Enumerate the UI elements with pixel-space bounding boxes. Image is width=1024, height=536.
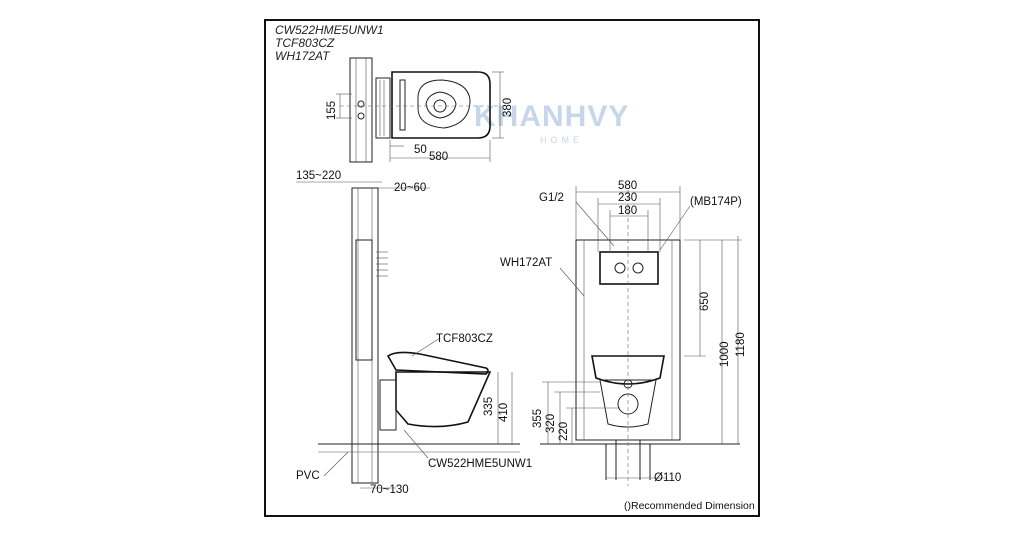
front-dim-320: 320 (545, 413, 557, 433)
front-label-g12: G1/2 (539, 192, 564, 204)
side-dim-410: 410 (498, 402, 510, 422)
top-bowl (391, 71, 491, 139)
watermark-sub: HOME (540, 135, 583, 145)
side-view (296, 181, 520, 489)
top-dim-50: 50 (414, 144, 427, 156)
front-dim-355: 355 (532, 408, 544, 428)
front-dim-650: 650 (699, 291, 711, 311)
front-dim-580: 580 (618, 180, 638, 192)
side-label-bowl: CW522HME5UNW1 (428, 458, 533, 470)
side-dim-20-60: 20~60 (394, 182, 427, 194)
top-dim-380: 380 (502, 97, 514, 117)
front-dim-110: Ø110 (654, 472, 682, 484)
front-dim-220: 220 (558, 421, 570, 441)
side-label-pvc: PVC (296, 470, 320, 482)
top-mount (375, 77, 391, 139)
side-bowl (395, 371, 492, 428)
side-label-seat: TCF803CZ (436, 333, 493, 345)
front-dim-230: 230 (618, 192, 638, 204)
front-dim-1180: 1180 (735, 332, 747, 357)
top-view (336, 57, 504, 163)
side-dim-335: 335 (483, 396, 495, 416)
front-plate (599, 251, 659, 285)
front-label-mb174p: (MB174P) (690, 196, 742, 208)
front-view (540, 186, 742, 486)
side-dim-70-130: 70~130 (370, 484, 409, 496)
model-1-label: CW522HME5UNW1 (275, 23, 384, 37)
side-seat (386, 351, 489, 375)
model-3-label: WH172AT (275, 49, 330, 63)
side-frame (351, 187, 379, 484)
recommended-dimension-note: ()Recommended Dimension (624, 500, 755, 512)
side-dim-135-220: 135~220 (296, 170, 342, 182)
front-dim-180: 180 (618, 205, 638, 217)
front-label-frame: WH172AT (500, 257, 553, 269)
top-dim-155: 155 (326, 100, 338, 120)
model-2-label: TCF803CZ (275, 36, 335, 50)
top-frame (349, 57, 373, 163)
top-dim-580: 580 (429, 151, 449, 163)
front-dim-1000: 1000 (719, 341, 731, 367)
